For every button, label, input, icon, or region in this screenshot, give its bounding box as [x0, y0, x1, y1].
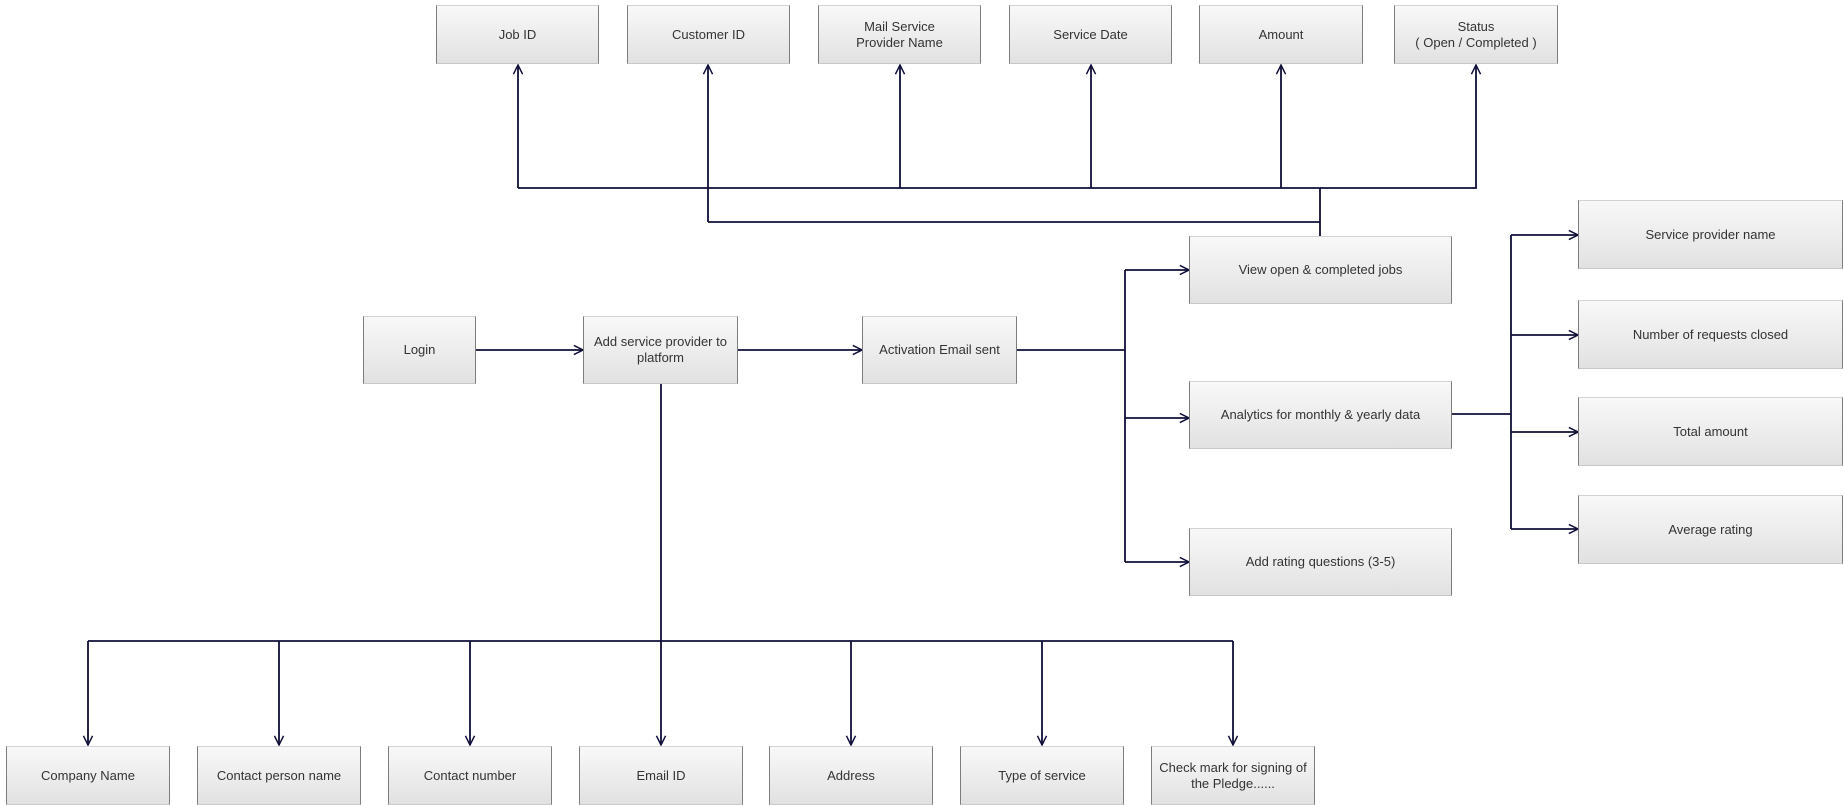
node-rating-questions: Add rating questions (3-5)	[1189, 528, 1452, 596]
node-contact-person-name: Contact person name	[197, 746, 361, 805]
node-activation-email: Activation Email sent	[862, 316, 1017, 384]
node-status: Status ( Open / Completed )	[1394, 5, 1558, 64]
node-add-service-provider: Add service provider to platform	[583, 316, 738, 384]
connector-view-to-attributes-spine	[518, 187, 1321, 236]
node-pledge-checkmark: Check mark for signing of the Pledge....…	[1151, 746, 1315, 805]
connector-spine-to-status	[1320, 65, 1476, 189]
node-average-rating: Average rating	[1578, 495, 1843, 564]
node-mail-service-provider-name: Mail Service Provider Name	[818, 5, 981, 64]
node-email-id: Email ID	[579, 746, 743, 805]
node-address: Address	[769, 746, 933, 805]
node-customer-id: Customer ID	[627, 5, 790, 64]
node-job-id: Job ID	[436, 5, 599, 64]
node-login: Login	[363, 316, 476, 384]
node-type-of-service: Type of service	[960, 746, 1124, 805]
node-contact-number: Contact number	[388, 746, 552, 805]
node-total-amount: Total amount	[1578, 397, 1843, 466]
node-service-date: Service Date	[1009, 5, 1172, 64]
node-view-jobs: View open & completed jobs	[1189, 236, 1452, 304]
node-service-provider-name: Service provider name	[1578, 200, 1843, 269]
node-analytics: Analytics for monthly & yearly data	[1189, 381, 1452, 449]
node-company-name: Company Name	[6, 746, 170, 805]
node-amount: Amount	[1199, 5, 1363, 64]
node-requests-closed: Number of requests closed	[1578, 300, 1843, 369]
